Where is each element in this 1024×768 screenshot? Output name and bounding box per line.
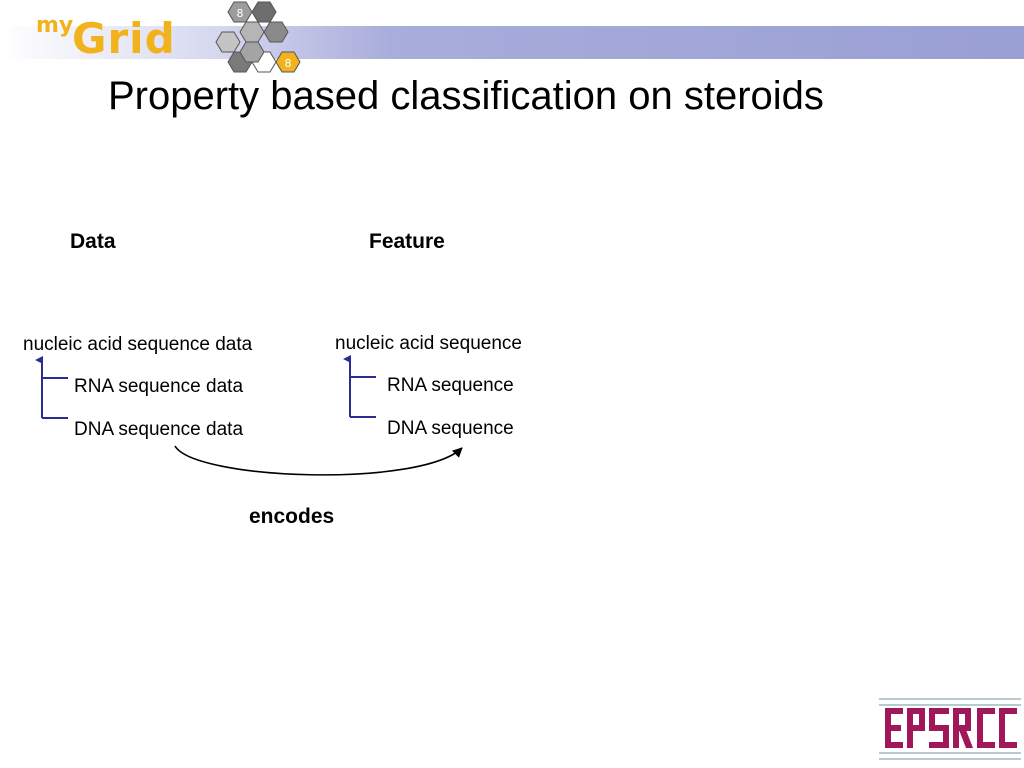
header-bar: [0, 26, 1024, 59]
mygrid-logo-prefix: my: [36, 13, 74, 38]
data-tree-root: nucleic acid sequence data: [23, 334, 253, 355]
feature-tree-root: nucleic acid sequence: [335, 333, 522, 354]
epsrc-logo: [879, 696, 1021, 762]
encodes-arrow: [174, 445, 463, 476]
feature-tree-child-dna: DNA sequence: [387, 418, 514, 439]
hex-glyph-bottom: 8: [285, 57, 292, 70]
hex-glyph-top: 8: [237, 7, 244, 20]
slide-title: Property based classification on steroid…: [108, 74, 824, 118]
data-tree-branch: [35, 356, 68, 419]
data-tree-child-dna: DNA sequence data: [74, 419, 244, 440]
relation-label: encodes: [249, 505, 335, 528]
data-tree-child-rna: RNA sequence data: [74, 376, 244, 397]
feature-column-heading: Feature: [369, 230, 445, 253]
mygrid-logo-name: Grid: [72, 14, 176, 63]
feature-tree-child-rna: RNA sequence: [387, 375, 514, 396]
feature-tree-branch: [343, 355, 376, 418]
mygrid-hexagon-logo-icon: 8 8: [215, 1, 301, 73]
data-column-heading: Data: [70, 230, 116, 253]
